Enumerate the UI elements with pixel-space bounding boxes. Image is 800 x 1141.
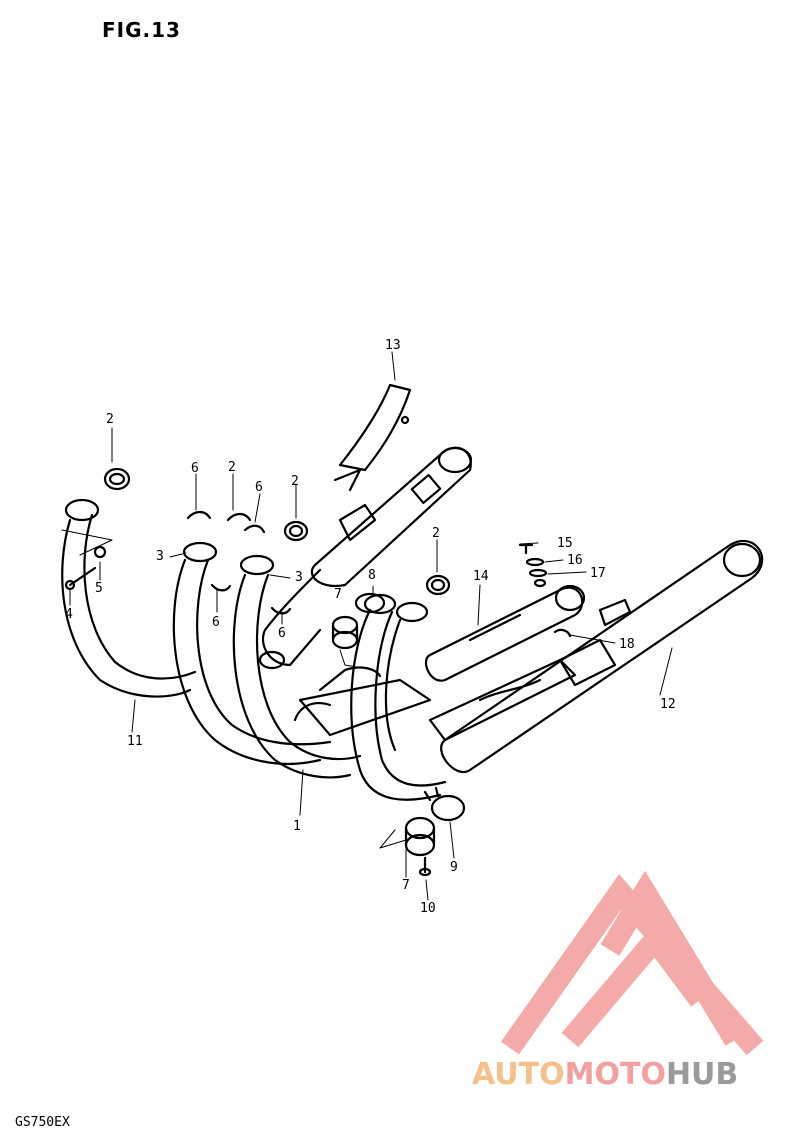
callout-3: 3 [295,570,303,585]
callout-2: 2 [291,474,299,489]
bolt-10 [420,858,430,875]
callout-6: 6 [278,626,286,641]
callout-6: 6 [212,615,220,630]
bolt-4 [66,568,95,589]
callout-15: 15 [557,536,573,551]
muffler-12 [441,541,762,772]
muffler-14 [426,586,584,740]
callout-18: 18 [619,637,635,652]
washer-5 [95,547,105,557]
callout-5: 5 [95,581,103,596]
leader-lines [62,352,700,900]
exhaust-pipe-11 [62,500,195,697]
callout-16: 16 [567,553,583,568]
callout-13: 13 [385,338,401,353]
callout-7: 7 [334,587,342,602]
callout-12: 12 [660,697,676,712]
exhaust-pipe-left-pair [174,543,360,777]
callout-17: 17 [590,566,606,581]
callout-1: 1 [293,819,301,834]
callout-4: 4 [65,607,73,622]
callout-6: 6 [255,480,263,495]
callout-9: 9 [450,860,458,875]
callout-14: 14 [473,569,489,584]
collector-1 [295,668,430,735]
connector-7 [333,617,434,855]
callout-8: 8 [368,568,376,583]
exhaust-pipe-right-pair [351,595,445,800]
automotohub-logo: AUTOMOTOHUB [472,892,755,1092]
logo-text: AUTOMOTOHUB [472,1057,738,1092]
callout-2: 2 [432,526,440,541]
callout-2: 2 [228,460,236,475]
figure-title: FIG.13 [102,18,181,42]
clamp-9 [425,788,464,820]
muffler-bracket-13 [335,385,410,490]
muffler-left [260,448,471,668]
model-code: GS750EX [15,1115,70,1130]
callout-7: 7 [402,878,410,893]
callout-11: 11 [127,734,143,749]
exhaust-drawing [62,352,762,900]
callout-labels: 1 2 2 2 2 2 3 3 4 5 6 6 6 6 7 7 8 9 10 1… [65,338,676,916]
logo-triangle-mark [510,892,755,1048]
callout-2: 2 [106,412,114,427]
split-keeper-6 [188,512,290,613]
clamp-8 [356,594,384,612]
callout-3: 3 [156,549,164,564]
small-parts-15-18 [520,545,570,636]
gasket-2 [105,469,449,594]
callout-10: 10 [420,901,436,916]
callout-6: 6 [191,461,199,476]
